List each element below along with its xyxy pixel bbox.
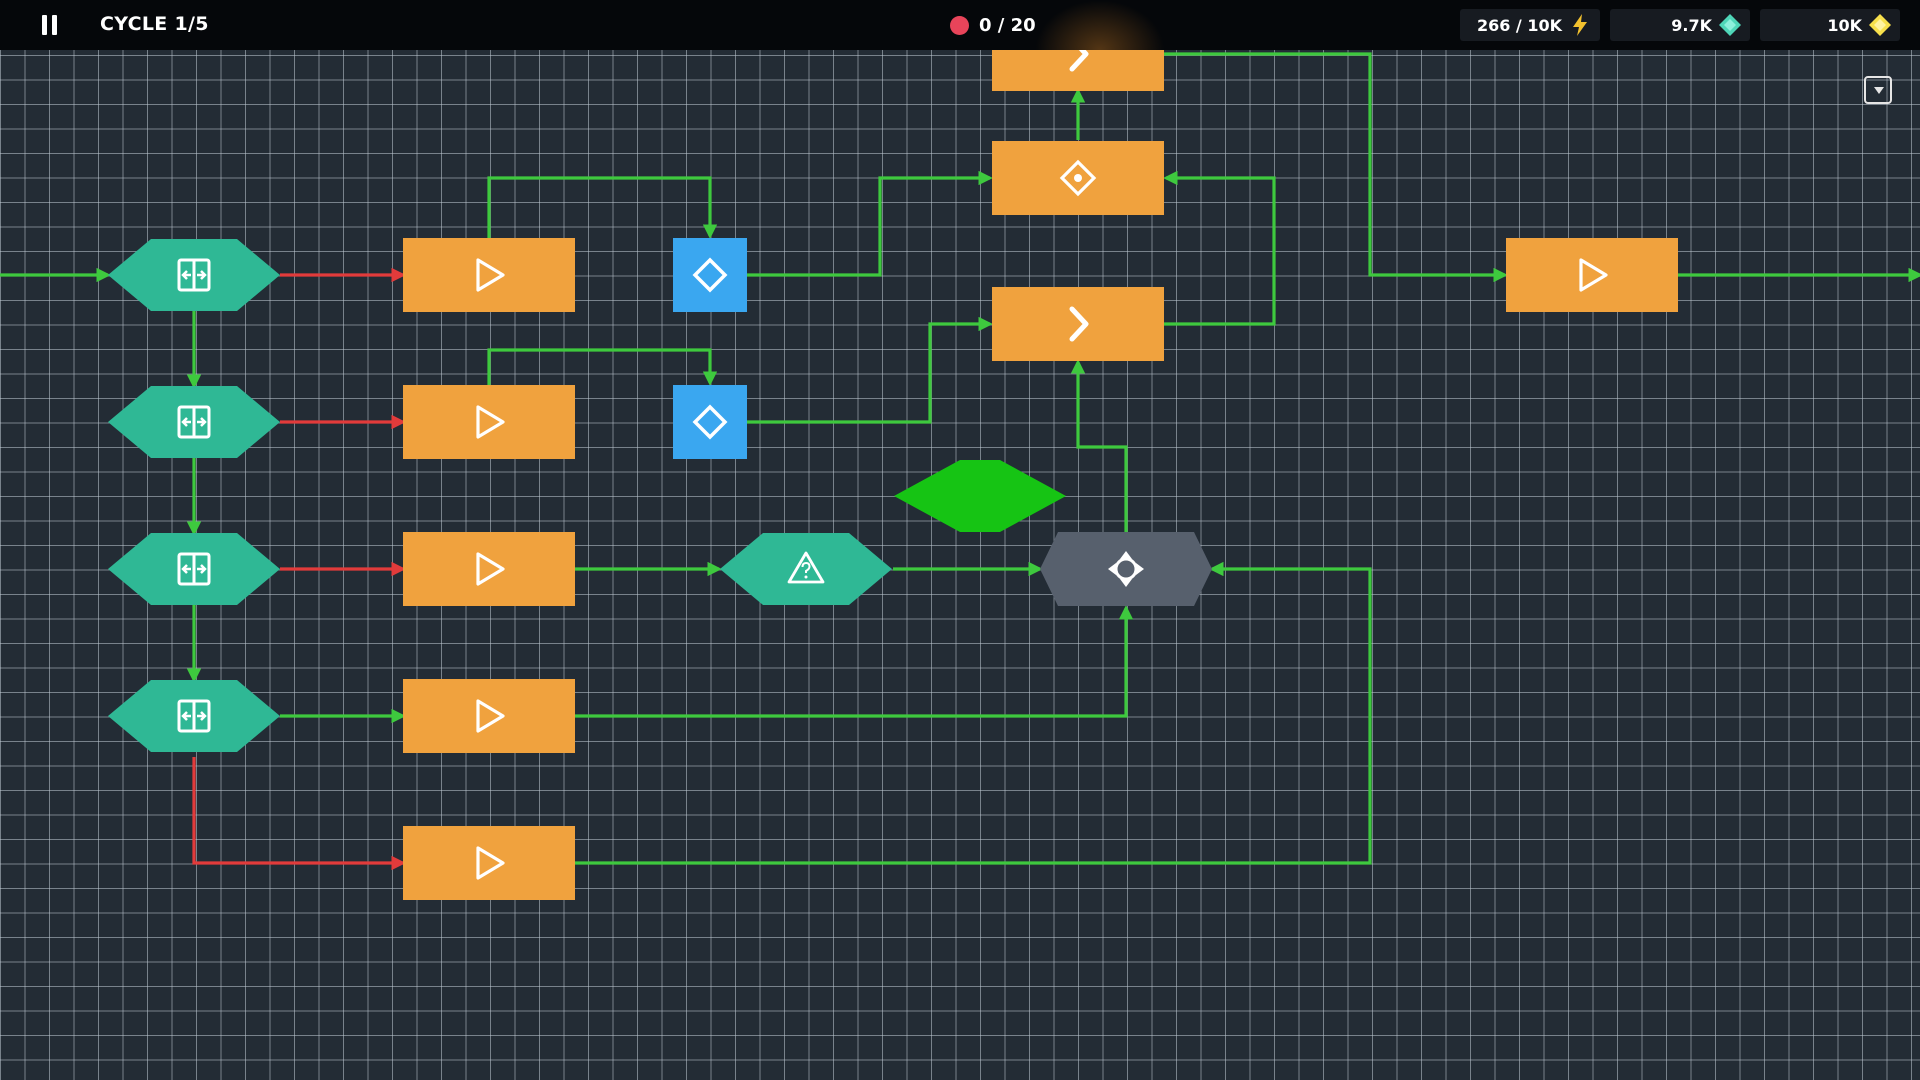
- energy-resource: 266 / 10K: [1460, 9, 1600, 41]
- link-green: [575, 561, 1372, 865]
- link-green: [746, 170, 993, 277]
- node-blue[interactable]: [673, 385, 747, 459]
- warning-icon: [787, 551, 825, 584]
- record-dot-icon: [950, 15, 969, 35]
- play-outline-icon: [476, 552, 505, 586]
- links-layer: [0, 40, 1920, 871]
- teal-gem-icon: [1719, 14, 1741, 36]
- yellow-gem-icon: [1869, 14, 1891, 36]
- play-outline-icon: [476, 846, 505, 880]
- split-icon: [177, 405, 211, 439]
- split-icon: [177, 552, 211, 586]
- link-red: [192, 757, 406, 871]
- node-teal[interactable]: [720, 533, 892, 605]
- diamond-dot-icon: [1059, 159, 1097, 197]
- yellow-gem-resource: 10K: [1760, 9, 1900, 41]
- diamond-outline-icon: [692, 404, 728, 440]
- top-hud: CYCLE 1/5 0 / 20 266 / 10K 9.7K 10K: [0, 0, 1920, 50]
- energy-value: 266 / 10K: [1476, 15, 1562, 35]
- progress-counter: 0 / 20: [950, 12, 1036, 38]
- node-orange[interactable]: [403, 679, 575, 753]
- link-green: [1070, 359, 1128, 533]
- counter-text: 0 / 20: [979, 14, 1036, 36]
- link-green: [487, 176, 718, 239]
- move-icon: [1108, 551, 1144, 587]
- play-outline-icon: [476, 258, 505, 292]
- link-green: [746, 316, 993, 424]
- node-teal[interactable]: [108, 239, 280, 311]
- teal-gem-resource: 9.7K: [1610, 9, 1750, 41]
- play-outline-icon: [476, 699, 505, 733]
- node-bright-green[interactable]: [894, 460, 1066, 532]
- node-gray[interactable]: [1040, 532, 1212, 606]
- collapse-panel-button[interactable]: [1864, 76, 1892, 104]
- node-teal[interactable]: [108, 533, 280, 605]
- play-outline-icon: [476, 405, 505, 439]
- board-grid: [0, 50, 1920, 1080]
- node-orange[interactable]: [992, 141, 1164, 215]
- yellow-gem-value: 10K: [1827, 15, 1862, 35]
- node-teal[interactable]: [108, 386, 280, 458]
- link-green: [575, 605, 1134, 718]
- node-teal[interactable]: [108, 680, 280, 752]
- node-orange[interactable]: [403, 532, 575, 606]
- pause-button[interactable]: [42, 15, 58, 35]
- node-orange[interactable]: [403, 826, 575, 900]
- pause-icon: [42, 15, 47, 35]
- node-orange[interactable]: [403, 238, 575, 312]
- node-blue[interactable]: [673, 238, 747, 312]
- node-orange[interactable]: [1506, 238, 1678, 312]
- cycle-label: CYCLE 1/5: [100, 13, 209, 35]
- lightning-icon: [1573, 14, 1587, 36]
- diamond-outline-icon: [692, 257, 728, 293]
- chevron-right-icon: [1069, 306, 1089, 342]
- link-green: [1163, 170, 1276, 326]
- hud-glow: [1035, 0, 1165, 50]
- link-green: [1163, 52, 1508, 283]
- split-icon: [177, 258, 211, 292]
- node-orange[interactable]: [992, 287, 1164, 361]
- link-green: [487, 348, 718, 386]
- pause-icon: [52, 15, 57, 35]
- teal-gem-value: 9.7K: [1671, 15, 1712, 35]
- play-outline-icon: [1579, 258, 1608, 292]
- split-icon: [177, 699, 211, 733]
- nodes-layer: [108, 17, 1678, 900]
- node-orange[interactable]: [403, 385, 575, 459]
